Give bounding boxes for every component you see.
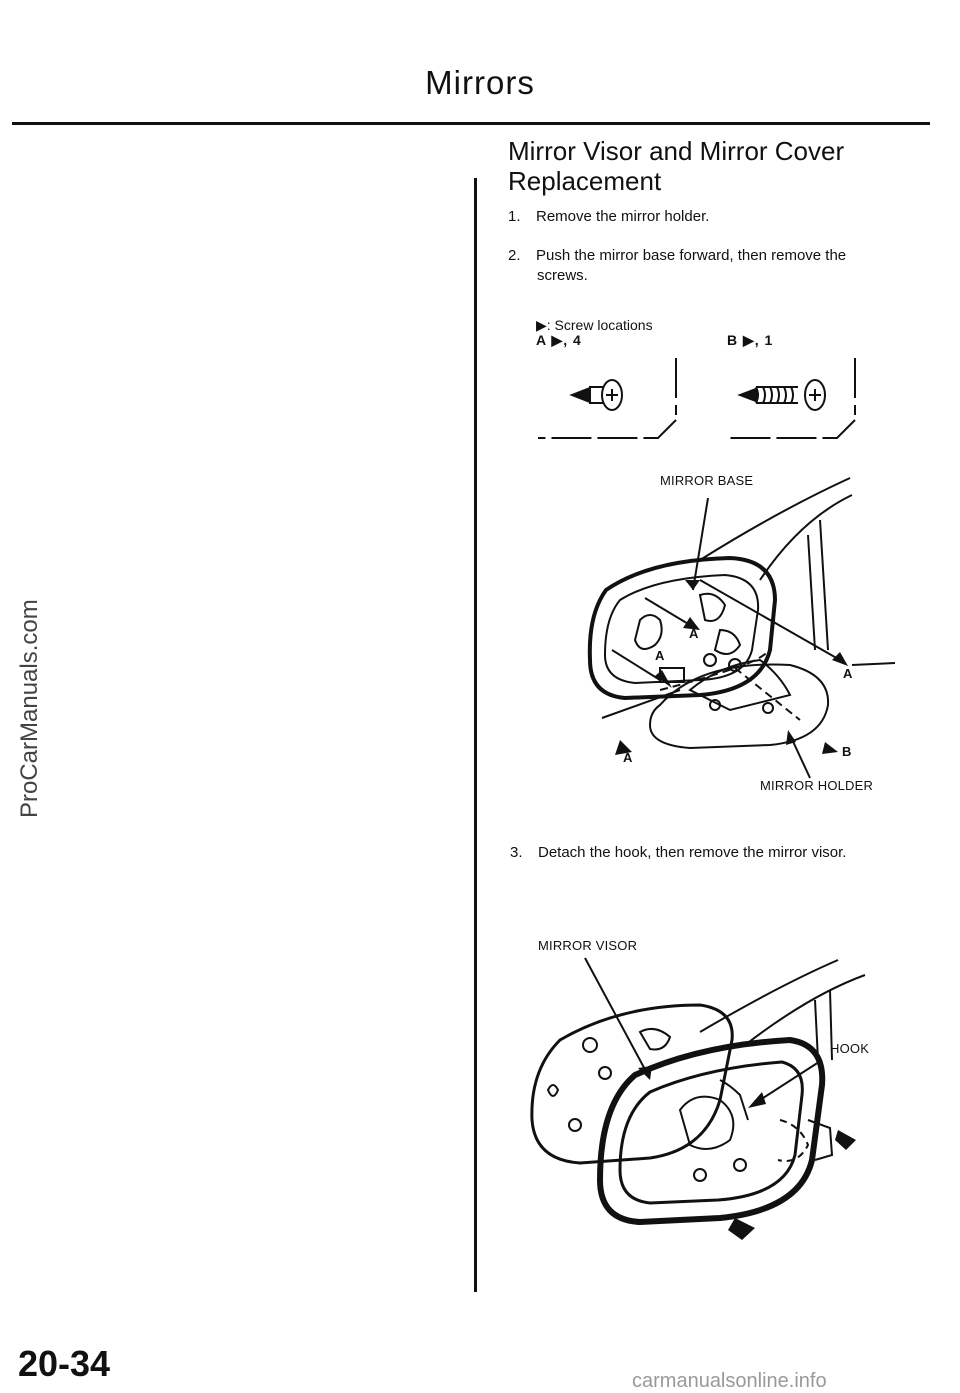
step-text: Push the mirror base forward, then remov… [536, 247, 847, 264]
screw-b-icon [727, 358, 856, 439]
step-text: Detach the hook, then remove the mirror … [538, 844, 847, 861]
callout-a-2: A [655, 648, 665, 663]
screw-legend: ▶: Screw locations [536, 317, 653, 333]
mirror-base-label: MIRROR BASE [660, 473, 754, 488]
step-text: Remove the mirror holder. [536, 208, 710, 225]
footer-watermark: carmanualsonline.info [632, 1370, 827, 1392]
step-number: 2. [508, 247, 521, 264]
callout-a-3: A [843, 666, 853, 681]
callout-b: B [842, 744, 852, 759]
callout-a-4: A [623, 750, 633, 765]
section-title: Mirror Visor and Mirror Cover Replacemen… [508, 136, 845, 196]
step-3: 3. Detach the hook, then remove the mirro… [510, 843, 915, 863]
callout-a-1: A [689, 626, 699, 641]
hook-label: HOOK [830, 1041, 870, 1056]
screw-b-label: B ▶, 1 [727, 332, 774, 348]
mirror-visor-label: MIRROR VISOR [538, 938, 638, 953]
step-1: 1. Remove the mirror holder. [508, 207, 913, 227]
title-divider [12, 122, 930, 125]
screw-a-icon [538, 358, 677, 439]
page-title: Mirrors [425, 64, 535, 101]
column-divider [474, 178, 477, 1292]
mirror-holder-label: MIRROR HOLDER [760, 778, 874, 793]
watermark: ProCarManuals.com [16, 599, 43, 818]
page-number: 20-34 [18, 1343, 111, 1384]
step-text-continued: screws. [537, 267, 588, 284]
step-number: 1. [508, 208, 521, 225]
screw-a-label: A ▶, 4 [536, 332, 582, 348]
step-2: 2. Push the mirror base forward, then rem… [508, 246, 913, 286]
step-number: 3. [510, 844, 523, 861]
